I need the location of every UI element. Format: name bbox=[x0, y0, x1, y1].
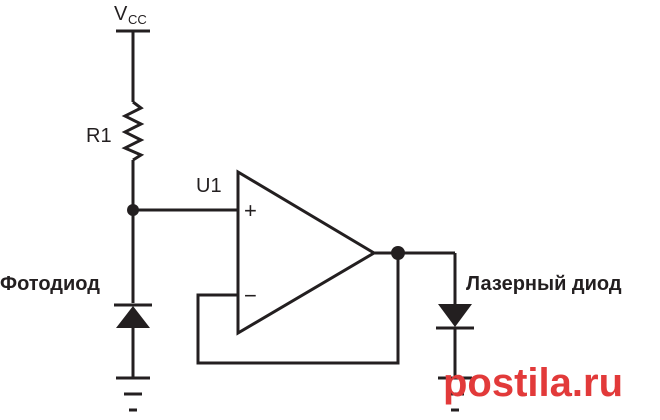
laser-diode-symbol bbox=[436, 304, 474, 330]
resistor-r1 bbox=[121, 100, 145, 162]
vcc-label: V CC bbox=[114, 3, 147, 27]
vcc-label-main: V bbox=[114, 3, 128, 25]
plus-sign: + bbox=[244, 198, 257, 223]
laser-diode-label: Лазерный диод bbox=[466, 273, 622, 295]
u1-label: U1 bbox=[196, 175, 222, 197]
watermark: postila.ru bbox=[443, 361, 623, 405]
ground-symbol-right bbox=[438, 376, 472, 412]
r1-label: R1 bbox=[86, 125, 112, 147]
wire-feedback bbox=[196, 253, 400, 365]
minus-sign: − bbox=[244, 283, 257, 308]
opamp-u1 bbox=[236, 169, 377, 336]
watermark-text: postila.ru bbox=[443, 361, 623, 405]
vcc-label-sub: CC bbox=[128, 12, 147, 27]
ground-symbol-left bbox=[116, 376, 150, 412]
photodiode-symbol bbox=[114, 303, 152, 328]
photodiode-label: Фотодиод bbox=[0, 273, 100, 295]
